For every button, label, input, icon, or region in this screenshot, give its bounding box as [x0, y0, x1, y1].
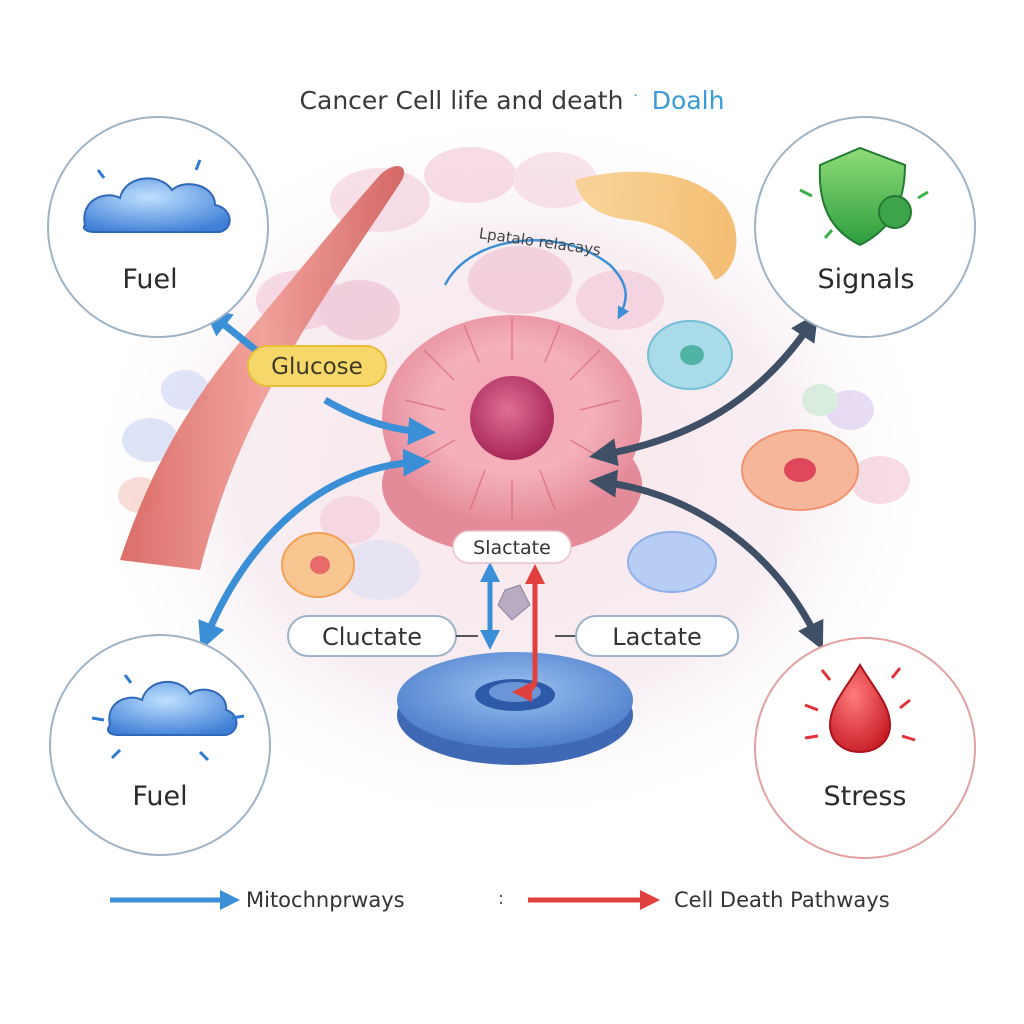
cluctate-label: Cluctate — [287, 615, 478, 657]
diagram-title: Cancer Cell life and death · Doalh — [0, 86, 1024, 115]
title-accent: Doalh — [651, 86, 725, 115]
pathway-arc — [443, 239, 630, 320]
lactate-text: Lactate — [612, 623, 702, 651]
title-main: Cancer Cell life and death — [299, 86, 624, 115]
side-cell-orange-left — [281, 532, 355, 598]
legend-separator: : — [498, 888, 505, 909]
side-cell-blue — [627, 531, 717, 593]
cluctate-text: Cluctate — [322, 623, 422, 651]
side-cell-orange-right — [741, 429, 859, 511]
glucose-text: Glucose — [271, 354, 363, 380]
node-stress-label: Stress — [824, 781, 907, 812]
legend-death-label: Cell Death Pathways — [674, 888, 890, 912]
mitochondria-disc — [397, 652, 633, 765]
node-signals-label: Signals — [817, 264, 914, 295]
node-stress: Stress — [754, 637, 976, 859]
side-cell-teal — [647, 320, 733, 390]
slactate-label: Slactate — [452, 530, 572, 564]
node-fuel-bottom: Fuel — [49, 634, 271, 856]
glucose-label: Glucose — [247, 345, 387, 387]
lactate-label: Lactate — [555, 615, 739, 657]
node-signals: Signals — [754, 116, 976, 338]
node-fuel-bottom-label: Fuel — [132, 781, 187, 812]
arrow-to-signals — [588, 312, 819, 467]
legend-mito-label: Mitochnprways — [246, 888, 405, 912]
node-fuel-top: Fuel — [47, 116, 269, 338]
arrow-to-fuel-top — [203, 308, 265, 358]
cancer-cell — [382, 315, 642, 555]
slactate-text: Slactate — [473, 537, 551, 559]
arrow-to-stress — [588, 469, 824, 651]
green-shield-icon — [799, 146, 929, 247]
blue-cloud-icon — [82, 159, 231, 233]
legend-death: Cell Death Pathways — [674, 880, 890, 920]
title-mark: · — [633, 87, 638, 104]
node-fuel-top-label: Fuel — [122, 264, 177, 295]
legend-mito: Mitochnprways — [246, 880, 405, 920]
glucose-arrow — [323, 396, 437, 446]
red-drop-icon — [804, 663, 916, 754]
orange-tube — [575, 171, 737, 280]
nucleus — [470, 376, 554, 460]
blue-cloud-icon — [91, 674, 245, 762]
arrow-to-fuel-bottom — [198, 448, 432, 651]
arrow-lactate-red-tail — [512, 679, 538, 702]
